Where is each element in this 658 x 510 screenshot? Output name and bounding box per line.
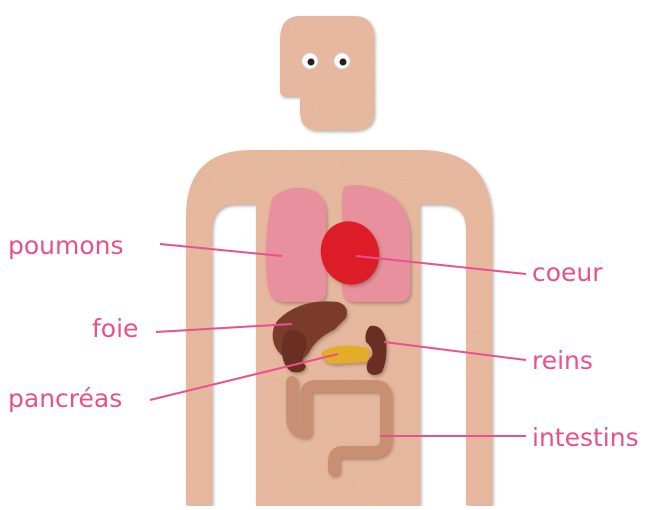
label-foie: foie	[92, 314, 138, 344]
left-pupil	[308, 59, 315, 66]
label-coeur: coeur	[532, 258, 603, 288]
label-pancreas: pancréas	[8, 384, 122, 414]
label-reins: reins	[532, 346, 593, 376]
label-poumons: poumons	[8, 231, 124, 261]
head	[280, 16, 374, 130]
right-pupil	[340, 59, 347, 66]
label-intestins: intestins	[532, 423, 639, 453]
